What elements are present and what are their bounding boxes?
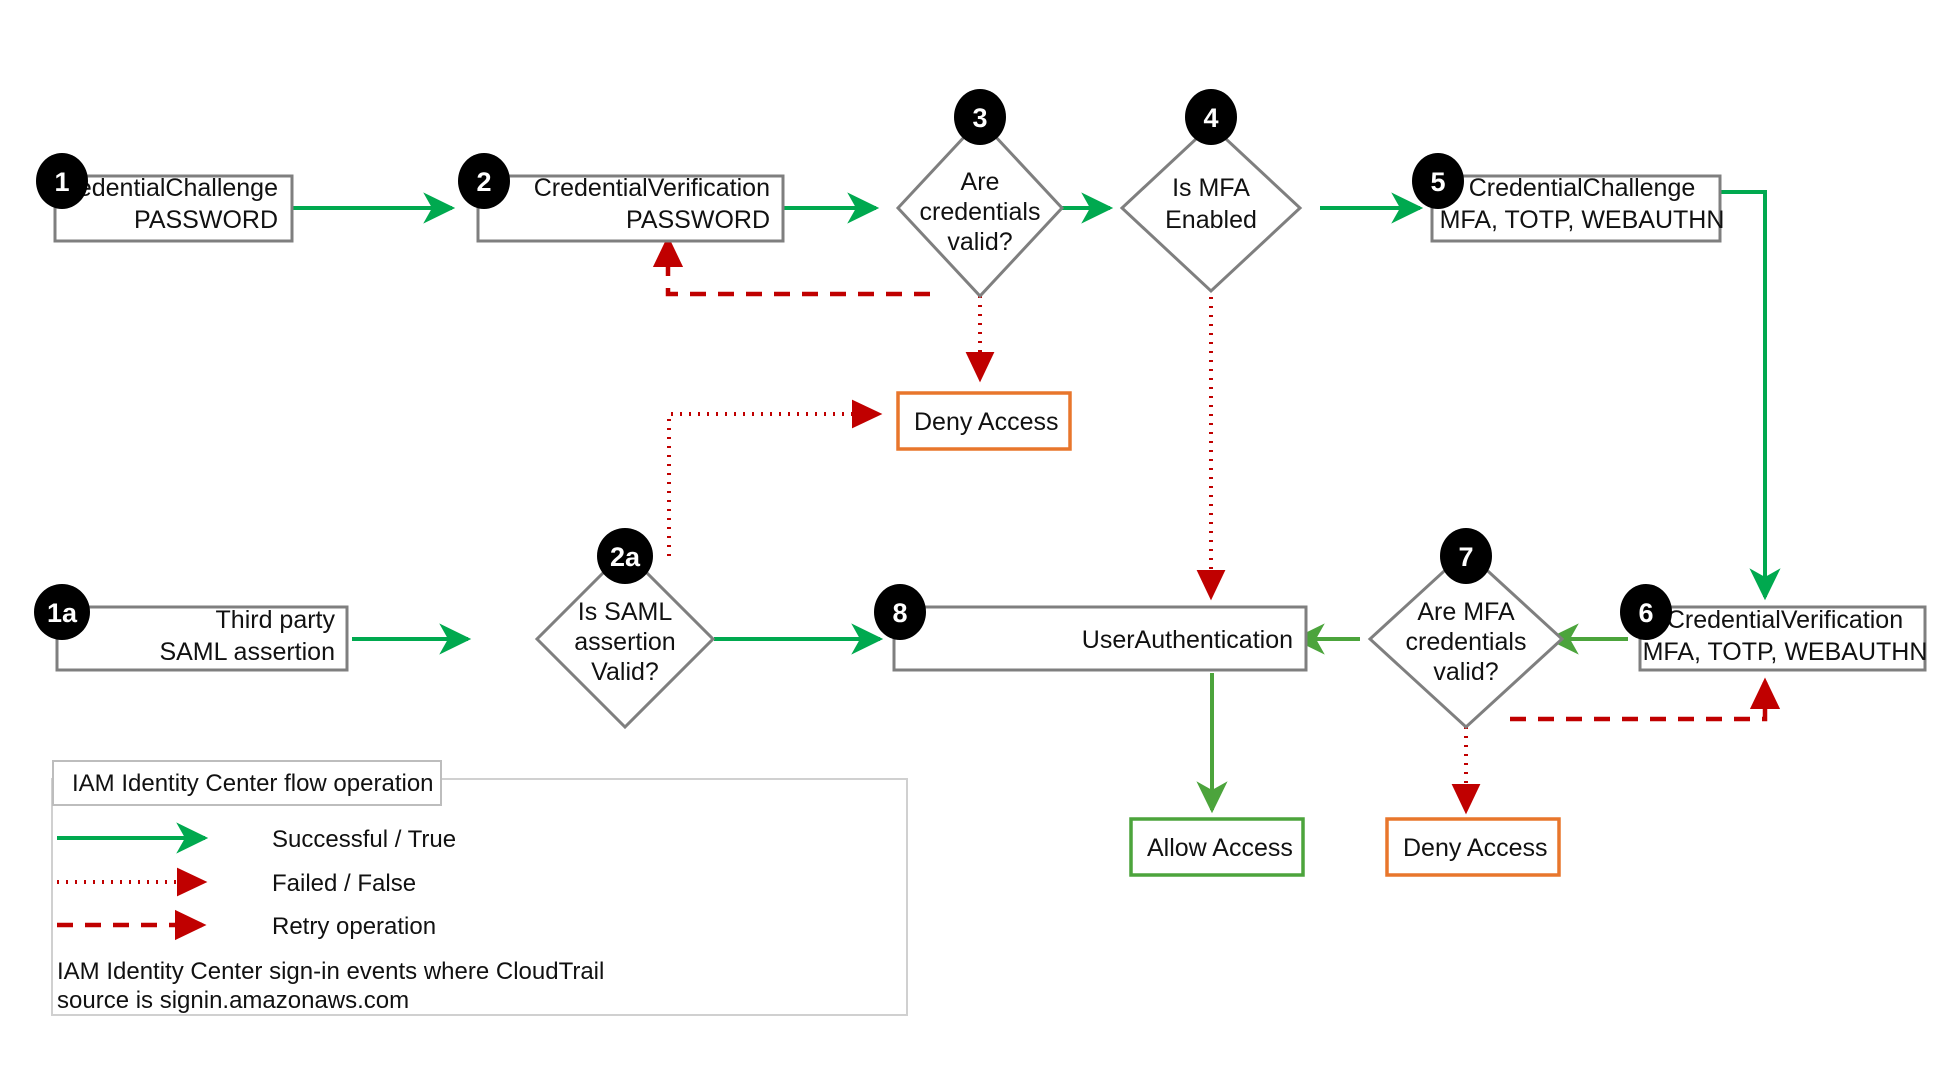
node-1-badge-label: 1 [54,167,69,197]
node-8-box[interactable] [892,605,1308,672]
node-2-badge [458,153,510,209]
node-2a-diamond[interactable] [534,548,716,730]
deny-bottom-box[interactable] [1385,817,1561,877]
node-1-badge [36,153,88,209]
node-7-label-line3: valid? [1433,658,1498,686]
node-8-badge-label: 8 [892,598,907,628]
node-7-label-line2: credentials [1406,628,1527,656]
legend-label-successful: Successful / True [272,826,456,853]
node-6-label-line2: MFA, TOTP, WEBAUTHN [1643,638,1928,666]
allow-box[interactable] [1129,817,1305,877]
node-1a-box[interactable] [55,605,349,672]
node-4-label-line2: Enabled [1165,206,1257,234]
legend-panel: Successful / True Failed / False Retry o… [51,760,908,1016]
edges-layer [292,190,1781,815]
node-1-box[interactable] [53,174,294,243]
node-2-label-line2: PASSWORD [626,206,770,234]
edge-n5-to-n6 [1720,190,1781,601]
node-6-badge-label: 6 [1638,598,1653,628]
node-3-label-line3: valid? [947,228,1012,256]
node-1-label-line1: CredentialChallenge [51,174,278,202]
node-third-party-saml-assertion[interactable]: Third party SAML assertion 1a [34,584,349,672]
terminal-deny-access-bottom[interactable]: Deny Access [1385,817,1561,877]
node-2-badge-label: 2 [476,167,491,197]
terminal-allow-access[interactable]: Allow Access [1129,817,1305,877]
node-8-label: UserAuthentication [1082,626,1293,654]
node-3-diamond[interactable] [895,117,1065,299]
node-4-label-line1: Is MFA [1172,174,1250,202]
node-4-diamond[interactable] [1119,122,1303,294]
legend-label-failed: Failed / False [272,870,416,897]
node-5-box[interactable] [1430,174,1722,243]
node-2a-label-line3: Valid? [591,658,659,686]
node-credential-verification-mfa[interactable]: CredentialVerification MFA, TOTP, WEBAUT… [1620,584,1928,672]
node-6-label-line1: CredentialVerification [1667,606,1903,634]
node-1-label-line2: PASSWORD [134,206,278,234]
legend-panel-box [51,778,908,1016]
legend-title-label: IAM Identity Center flow operation [72,770,434,797]
node-is-mfa-enabled[interactable]: Is MFA Enabled 4 [1119,89,1303,294]
node-3-badge-label: 3 [972,103,987,133]
legend-row-successful: Successful / True [57,822,456,854]
node-5-label-line2: MFA, TOTP, WEBAUTHN [1440,206,1725,234]
node-6-badge [1620,584,1672,640]
node-5-label-line1: CredentialChallenge [1469,174,1696,202]
legend-title-box [52,760,442,806]
node-credential-challenge-password[interactable]: CredentialChallenge PASSWORD 1 [36,153,294,243]
deny-top-label: Deny Access [914,408,1059,436]
deny-top-box[interactable] [896,391,1072,451]
node-2-label-line1: CredentialVerification [534,174,770,202]
node-3-label-line2: credentials [920,198,1041,226]
edge-retry-to-n2 [652,235,930,297]
node-7-badge [1440,528,1492,584]
node-4-badge [1185,89,1237,145]
legend-note-line1: IAM Identity Center sign-in events where… [57,958,604,985]
legend-label-retry: Retry operation [272,913,436,940]
deny-bottom-label: Deny Access [1403,834,1548,862]
edge-retry-to-n6 [1510,677,1781,722]
node-4-badge-label: 4 [1203,103,1218,133]
node-are-mfa-credentials-valid[interactable]: Are MFA credentials valid? 7 [1367,528,1565,730]
node-5-badge-label: 5 [1430,167,1445,197]
node-7-diamond[interactable] [1367,548,1565,730]
legend-note-line2: source is signin.amazonaws.com [57,987,409,1014]
node-1a-label-line1: Third party [216,606,336,634]
legend-row-failed: Failed / False [57,867,416,897]
node-user-authentication[interactable]: UserAuthentication 8 [874,584,1308,672]
node-3-badge [954,89,1006,145]
node-5-badge [1412,153,1464,209]
node-are-credentials-valid[interactable]: Are credentials valid? 3 [895,89,1065,299]
node-2-box[interactable] [476,174,785,243]
terminal-deny-access-top[interactable]: Deny Access [896,391,1072,451]
node-2a-badge-label: 2a [610,542,641,572]
allow-label: Allow Access [1147,834,1293,862]
node-is-saml-assertion-valid[interactable]: Is SAML assertion Valid? 2a [534,528,716,730]
legend-row-retry: Retry operation [57,909,436,941]
node-1a-badge-label: 1a [47,598,78,628]
edge-n2a-false-to-deny [667,399,883,556]
node-3-label-line1: Are [961,168,1000,196]
node-8-badge [874,584,926,640]
node-2a-badge [597,528,653,584]
node-1a-label-line2: SAML assertion [159,638,335,666]
node-7-label-line1: Are MFA [1417,598,1515,626]
node-7-badge-label: 7 [1458,542,1473,572]
node-credential-verification-password[interactable]: CredentialVerification PASSWORD 2 [458,153,785,243]
node-credential-challenge-mfa[interactable]: CredentialChallenge MFA, TOTP, WEBAUTHN … [1412,153,1725,243]
node-2a-label-line2: assertion [574,628,675,656]
node-2a-label-line1: Is SAML [578,598,673,626]
node-1a-badge [34,584,90,640]
